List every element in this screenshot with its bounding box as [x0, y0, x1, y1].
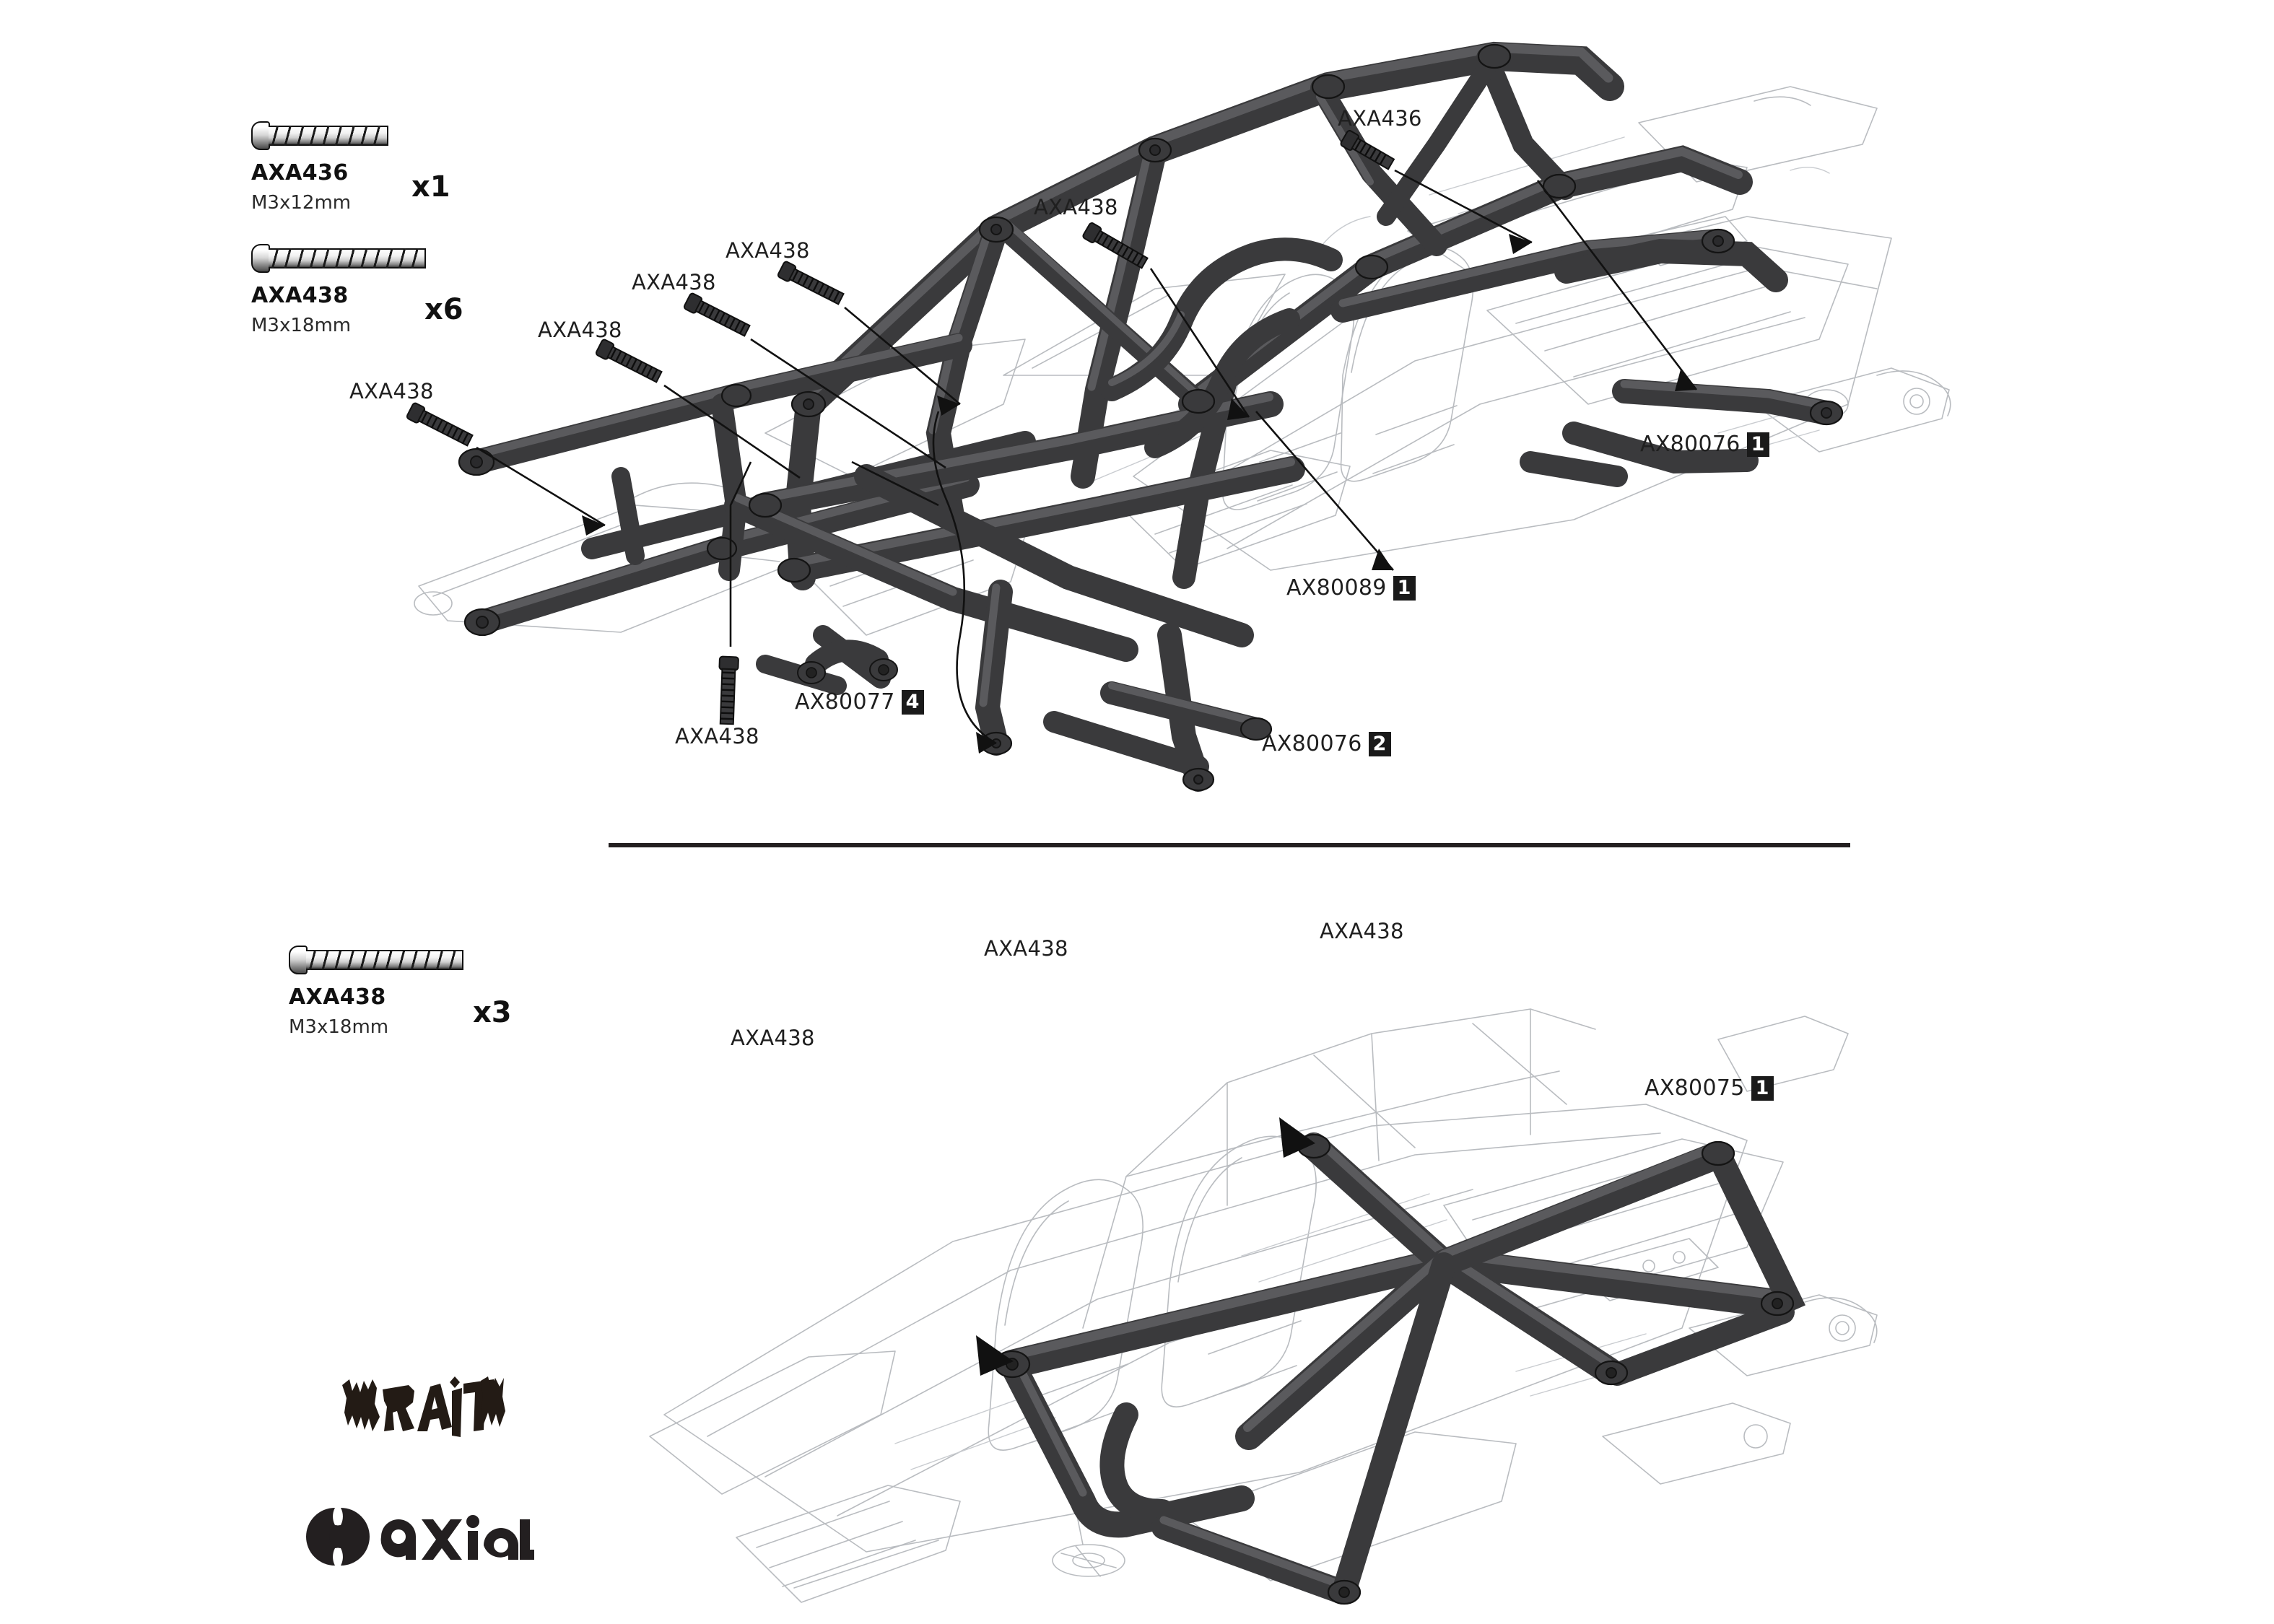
step2-assembly-diagram	[649, 1008, 1878, 1605]
screw-callout-axa438: AXA438	[984, 936, 1068, 961]
part-callout-badge: 2	[1368, 731, 1391, 756]
part-quantity-label: x6	[424, 293, 463, 326]
exploded-screws-step1	[406, 130, 1698, 754]
part-callout-ax80076: AX80076 1	[1640, 432, 1769, 457]
part-number-label: AXA438	[251, 283, 349, 308]
part-callout-number: AX80075	[1644, 1075, 1745, 1101]
part-callout-badge: 1	[1746, 432, 1769, 457]
part-callout-ax80075: AX80075 1	[1644, 1075, 1774, 1101]
screw-callout-axa438: AXA438	[675, 724, 759, 748]
step1-assembly-diagram	[406, 41, 1951, 792]
screw-callout-axa438: AXA438	[632, 270, 716, 294]
x-brace-cage-tubes	[993, 1132, 1805, 1605]
screw-callout-axa436: AXA436	[1338, 106, 1422, 131]
part-callout-number: AX80077	[795, 689, 895, 715]
axial-logo-wordmark	[380, 1515, 534, 1560]
wraith-logo-glyphs	[342, 1376, 505, 1437]
part-callout-badge: 4	[901, 689, 924, 715]
screw-icon	[251, 244, 426, 273]
part-size-label: M3x18mm	[251, 315, 352, 336]
parts-legend-step1-item-0: AXA436 M3x12mm x1	[251, 121, 450, 214]
screw-callout-axa438: AXA438	[731, 1026, 815, 1050]
part-callout-ax80089: AX80089 1	[1286, 575, 1416, 601]
section-divider	[609, 843, 1850, 847]
part-callout-badge: 1	[1393, 575, 1416, 601]
part-callout-number: AX80076	[1262, 731, 1362, 756]
part-callout-ax80076: AX80076 2	[1262, 731, 1391, 756]
screw-callout-axa438: AXA438	[1320, 919, 1404, 943]
part-callout-badge: 1	[1751, 1075, 1774, 1101]
part-size-label: M3x18mm	[289, 1016, 389, 1038]
part-number-label: AXA438	[289, 985, 386, 1010]
assembly-arrows-step2	[976, 1117, 1315, 1376]
part-callout-number: AX80089	[1286, 575, 1387, 601]
part-callout-ax80077: AX80077 4	[795, 689, 924, 715]
roll-cage-tubes	[458, 41, 1844, 792]
part-size-label: M3x12mm	[251, 192, 352, 214]
screw-callout-axa438: AXA438	[1034, 195, 1118, 219]
screw-icon	[289, 946, 463, 974]
parts-legend-step2-item-0: AXA438 M3x18mm x3	[289, 946, 512, 1038]
part-callout-number: AX80076	[1640, 432, 1741, 457]
screw-callout-axa438: AXA438	[726, 238, 810, 263]
parts-legend-step1-item-1: AXA438 M3x18mm x6	[251, 244, 463, 336]
part-quantity-label: x3	[473, 996, 512, 1029]
screw-icon	[251, 121, 388, 150]
part-quantity-label: x1	[411, 170, 450, 204]
part-number-label: AXA436	[251, 160, 349, 185]
axial-logo-mark	[306, 1508, 370, 1566]
corner-connector-parts	[797, 639, 898, 684]
screw-callout-axa438: AXA438	[538, 318, 622, 342]
wraith-logo	[339, 1375, 505, 1440]
screw-callout-axa438: AXA438	[349, 379, 434, 403]
axial-logo	[303, 1503, 534, 1570]
